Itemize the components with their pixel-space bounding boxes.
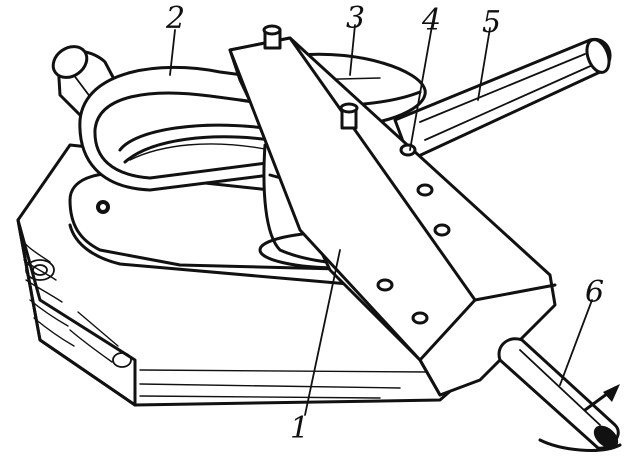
fixed-handle: [393, 37, 612, 162]
label-6: 6: [585, 275, 605, 310]
label-1: 1: [290, 411, 310, 446]
label-3: 3: [346, 1, 366, 36]
label-leaders: [169, 24, 593, 416]
lever-arm: [228, 24, 557, 397]
pipe-workpiece: [497, 337, 622, 452]
label-2: 2: [166, 1, 186, 36]
label-4: 4: [422, 3, 442, 38]
label-5: 5: [482, 5, 502, 40]
